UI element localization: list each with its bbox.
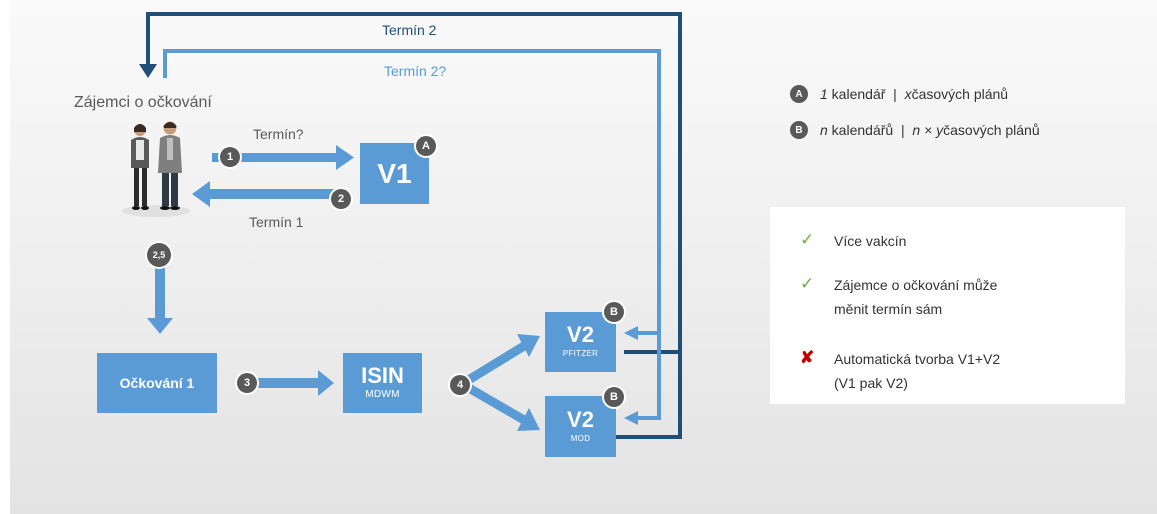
v2-pfizer-box: V2 PFITZER <box>545 312 616 372</box>
feature-row-2: ✓ Zájemce o očkování může měnit termín s… <box>800 273 997 321</box>
legend-a-text2: časových plánů <box>911 86 1009 102</box>
legend-a-count: 1 <box>820 86 828 102</box>
step-2-arrow <box>192 181 345 207</box>
step-1-arrow <box>212 145 354 170</box>
step-4-arrows <box>459 334 540 431</box>
v2-pfizer-title: V2 <box>567 322 594 347</box>
cross-icon: ✘ <box>800 348 815 367</box>
feature-2-line1: Zájemce o očkování může <box>834 277 998 293</box>
v2-mod-subtitle: MOD <box>570 433 591 443</box>
isin-box: ISIN MDWM <box>343 353 422 413</box>
interested-title: Zájemci o očkování <box>74 94 212 111</box>
termin-2-label: Termín 2 <box>382 22 437 38</box>
legend-a-text1: kalendář | <box>827 86 905 102</box>
legend-a-badge: A <box>790 85 808 103</box>
v1-title: V1 <box>377 157 412 189</box>
v2-pfizer-badge: B <box>604 302 624 322</box>
v2-mod-box: V2 MOD <box>545 396 616 457</box>
people-icon <box>122 121 190 217</box>
check-icon: ✓ <box>800 274 815 293</box>
v2-mod-badge: B <box>604 387 624 407</box>
termin-2-loop-arrow <box>139 12 682 439</box>
termin-2-question-loop-arrow <box>163 49 661 425</box>
v2-pfizer-subtitle: PFITZER <box>562 349 599 358</box>
legend-b-var: n × y <box>912 122 944 138</box>
feature-2-line2: měnit termín sám <box>834 301 943 317</box>
step-3-arrow <box>250 370 334 396</box>
legend-b-text1: kalendářů | <box>827 122 913 138</box>
legend-a-var: x <box>904 86 912 102</box>
termin-1-label: Termín 1 <box>249 214 304 230</box>
v1-badge: A <box>416 136 436 156</box>
termin-2-question-label: Termín 2? <box>384 63 447 79</box>
feature-row-3: ✘ Automatická tvorba V1+V2 (V1 pak V2) <box>800 347 1000 395</box>
ockovani-1-title: Očkování 1 <box>119 375 195 391</box>
legend-b-text2: časových plánů <box>943 122 1040 138</box>
feature-row-1: ✓ Více vakcín <box>800 229 906 253</box>
legend-b: B n kalendářů | n × y časových plánů <box>790 121 1040 139</box>
legend-b-count: n <box>820 122 828 138</box>
v1-box: V1 <box>360 143 429 204</box>
left-margin <box>0 0 10 514</box>
v2-mod-title: V2 <box>567 406 594 432</box>
isin-title: ISIN <box>361 363 404 388</box>
step-1-badge: 1 <box>220 147 240 167</box>
legend-b-badge: B <box>790 121 808 139</box>
ockovani-1-box: Očkování 1 <box>97 353 217 413</box>
feature-3-line2: (V1 pak V2) <box>834 375 908 391</box>
legend-a: A 1 kalendář | x časových plánů <box>790 85 1008 103</box>
step-4-badge: 4 <box>450 375 470 395</box>
step-2-5-arrow <box>147 262 173 334</box>
step-2-badge: 2 <box>331 189 351 209</box>
feature-1-text: Více vakcín <box>834 233 907 249</box>
isin-subtitle: MDWM <box>365 389 400 400</box>
features-panel: ✓ Více vakcín ✓ Zájemce o očkování může … <box>770 207 1125 404</box>
feature-3-line1: Automatická tvorba V1+V2 <box>834 351 1001 367</box>
step-2-5-badge: 2,5 <box>147 243 171 267</box>
step-3-badge: 3 <box>237 373 257 393</box>
termin-question-label: Termín? <box>253 126 304 142</box>
check-icon: ✓ <box>800 230 815 249</box>
